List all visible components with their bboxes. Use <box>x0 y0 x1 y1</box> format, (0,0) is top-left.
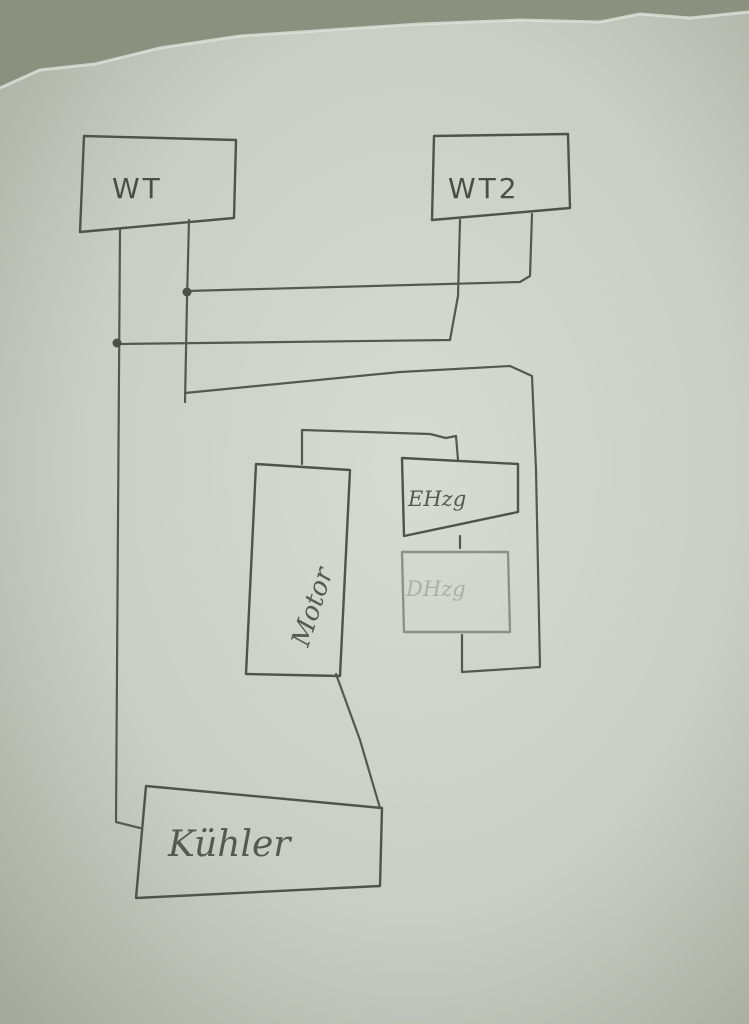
ehzg-label: EHzg <box>407 487 466 511</box>
junction-node-upper <box>182 287 192 297</box>
torn-edge-highlight <box>0 10 749 90</box>
dhzg-box: DHzg <box>400 550 512 634</box>
wire-motor-kuehler <box>334 672 382 810</box>
junction-node-lower <box>112 338 122 348</box>
wire-wt-left-down <box>114 228 142 830</box>
wire-heater-supply <box>300 428 460 466</box>
kuehler-box: Kühler <box>134 784 384 900</box>
wt2-box: WT2 <box>430 132 572 222</box>
wt-label: WT <box>112 172 163 205</box>
wire-return-loop <box>183 364 542 674</box>
dhzg-label: DHzg <box>405 577 466 601</box>
paper-sheet <box>0 12 749 1024</box>
wire-wt-right-down <box>183 218 191 404</box>
wire-junction2-wt2-left <box>116 218 462 346</box>
kuehler-label: Kühler <box>167 824 292 865</box>
torn-edge <box>0 0 749 88</box>
ehzg-box: EHzg <box>400 456 520 538</box>
wt2-label: WT2 <box>448 172 520 205</box>
wire-junction1-wt2-right <box>185 212 534 293</box>
wt-box: WT <box>78 134 238 234</box>
